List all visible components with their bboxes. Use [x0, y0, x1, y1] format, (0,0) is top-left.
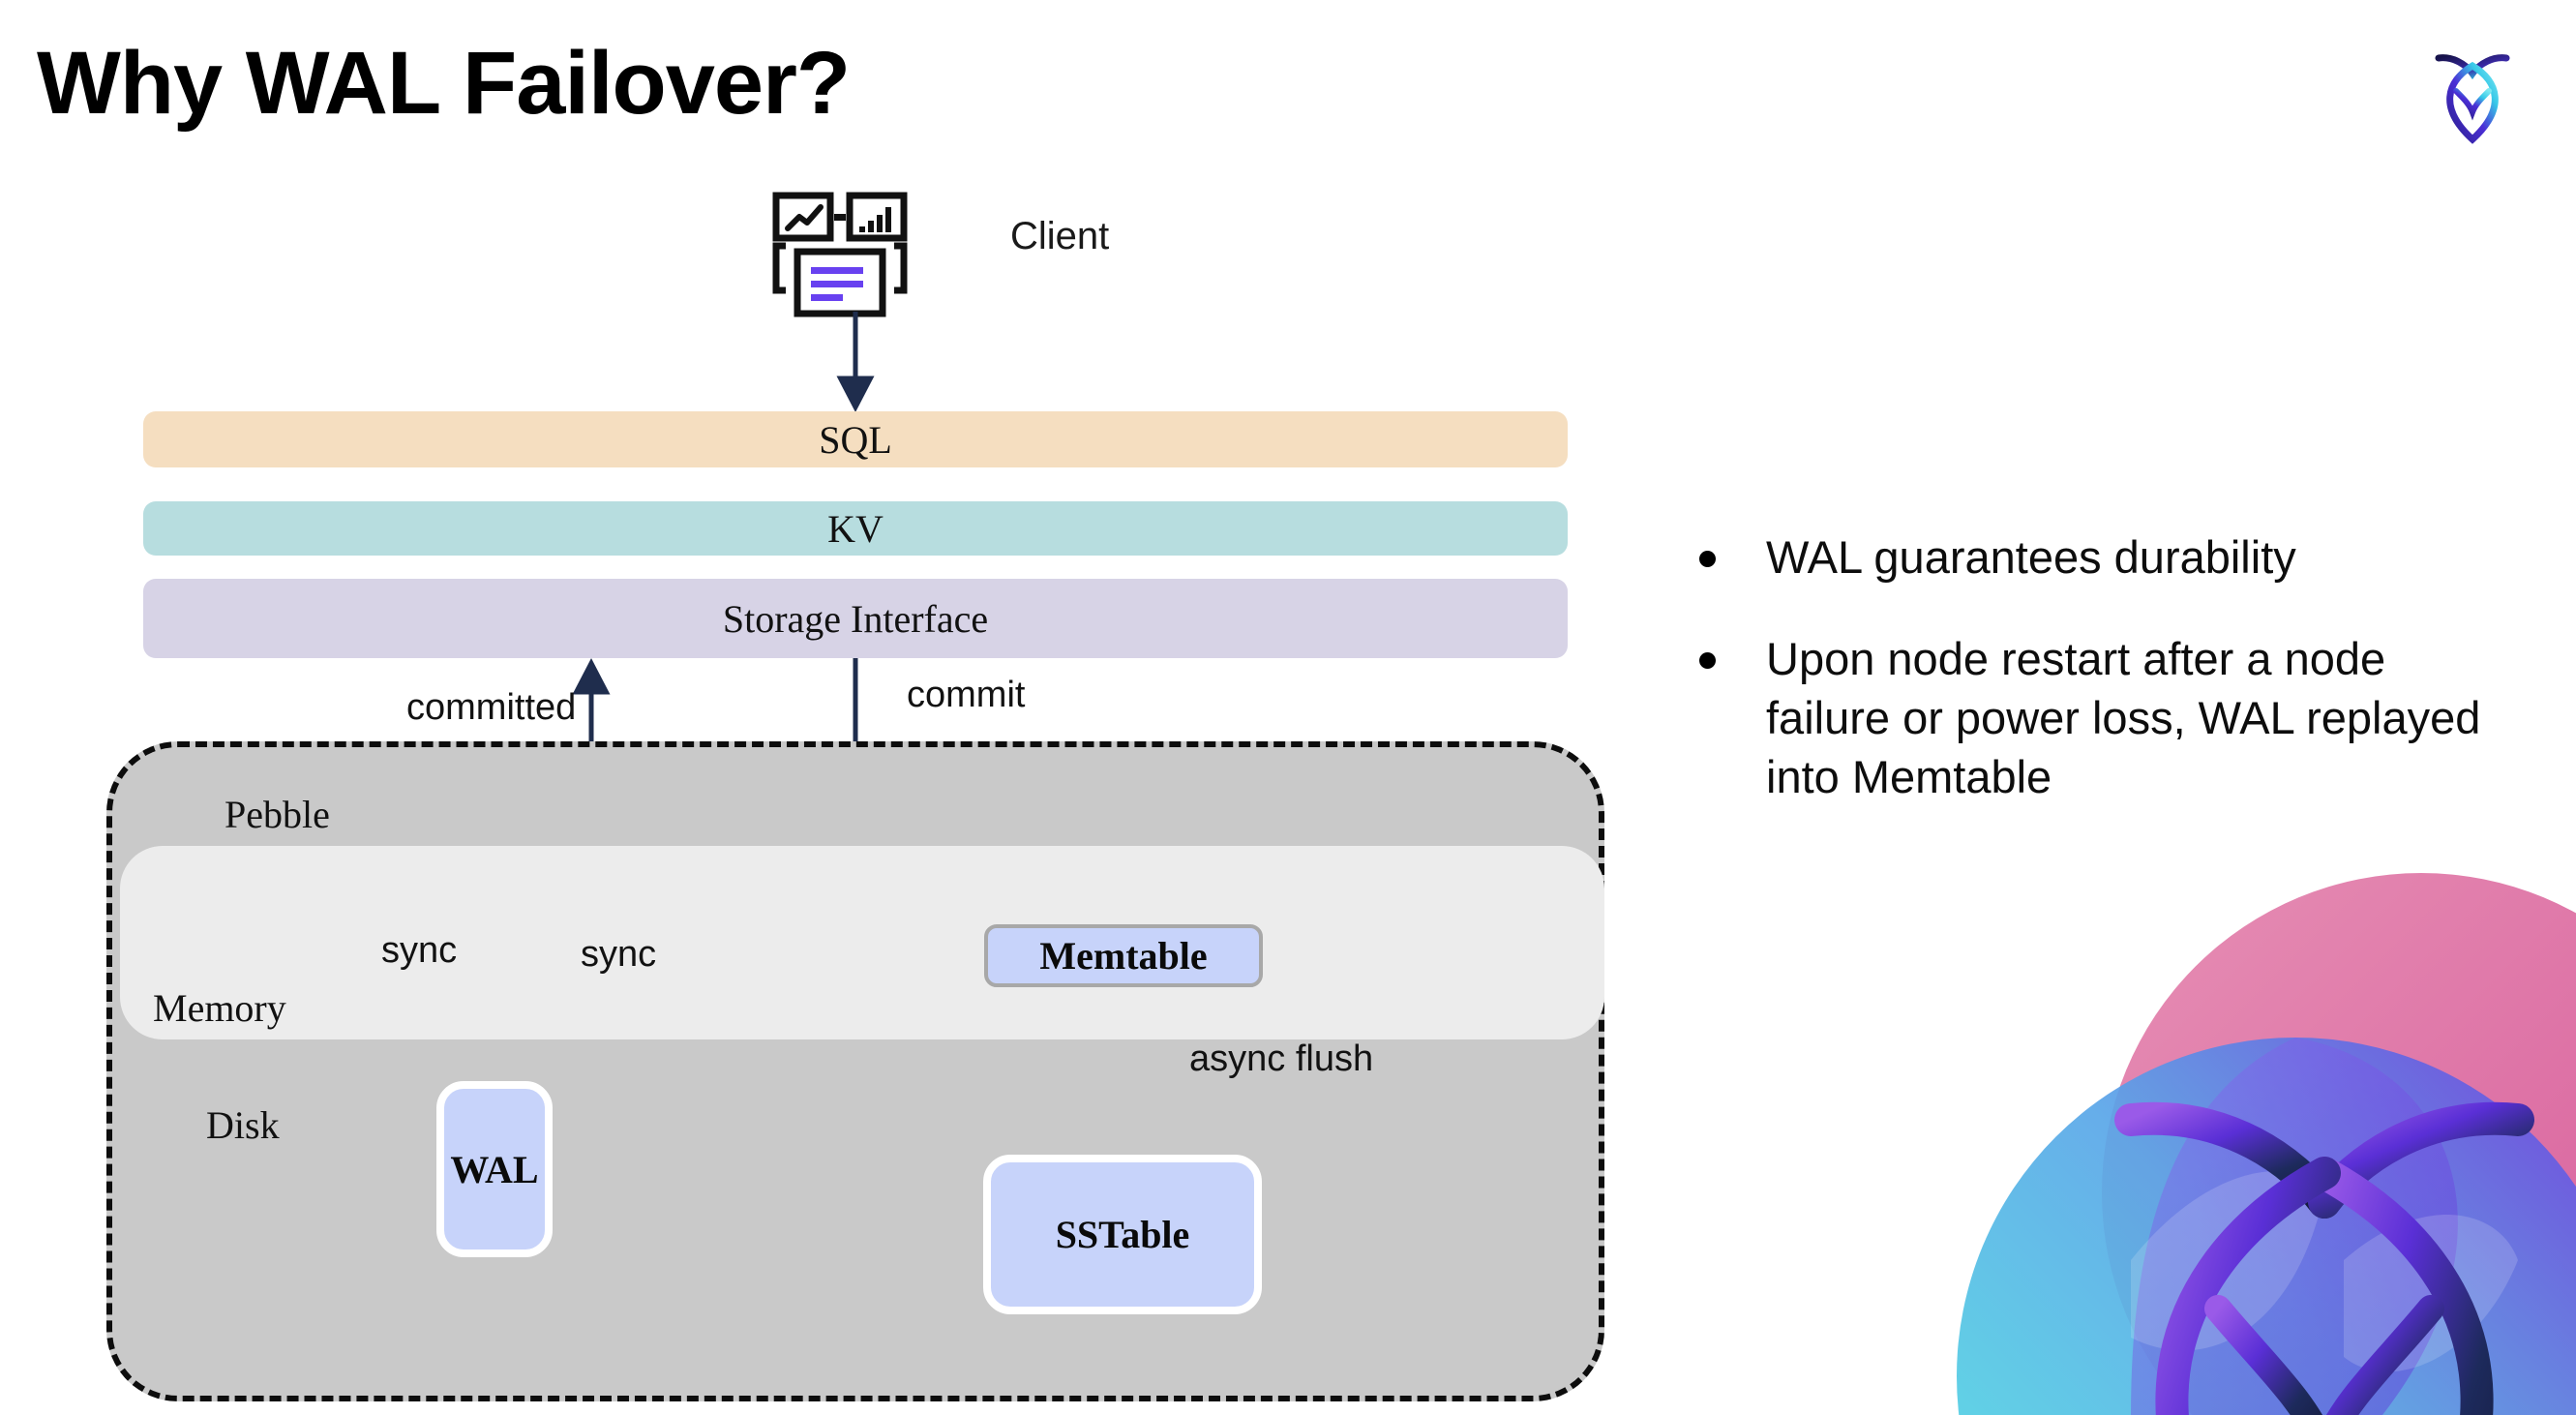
- edge-label-commit: commit: [907, 675, 1026, 715]
- node-memtable-label: Memtable: [1039, 934, 1208, 978]
- client-label: Client: [1010, 215, 1110, 257]
- bullet-dot-icon: [1699, 551, 1716, 567]
- layer-label-kv: KV: [827, 506, 884, 551]
- edge-label-committed: committed: [406, 687, 577, 728]
- node-memtable: Memtable: [984, 924, 1263, 987]
- list-item: WAL guarantees durability: [1699, 527, 2522, 587]
- client-dashboard-icon: [772, 192, 929, 319]
- cockroach-circles-artwork: [1841, 873, 2576, 1415]
- node-wal-label: WAL: [450, 1147, 539, 1191]
- node-sstable: SSTable: [983, 1155, 1262, 1314]
- edge-label-sync-right: sync: [581, 934, 657, 975]
- node-sstable-label: SSTable: [1055, 1213, 1190, 1256]
- bullet-list: WAL guarantees durability Upon node rest…: [1699, 527, 2522, 849]
- bullet-text: Upon node restart after a node failure o…: [1766, 633, 2481, 803]
- cockroachdb-logo-icon: [2410, 31, 2535, 157]
- layer-bar-storage-interface: Storage Interface: [143, 579, 1568, 658]
- memory-region: [120, 846, 1604, 1039]
- bullet-text: WAL guarantees durability: [1766, 531, 2296, 583]
- memory-label: Memory: [153, 986, 286, 1030]
- disk-label: Disk: [206, 1103, 280, 1147]
- layer-bar-kv: KV: [143, 501, 1568, 556]
- layer-bar-sql: SQL: [143, 411, 1568, 467]
- node-wal: WAL: [436, 1081, 553, 1257]
- architecture-diagram: Client SQL KV Storage Interface Pebble M…: [106, 192, 1604, 1401]
- list-item: Upon node restart after a node failure o…: [1699, 629, 2522, 806]
- page-title: Why WAL Failover?: [37, 34, 851, 133]
- layer-label-sql: SQL: [819, 417, 892, 462]
- bullet-dot-icon: [1699, 652, 1716, 670]
- layer-label-storage-interface: Storage Interface: [722, 596, 989, 641]
- pebble-label: Pebble: [225, 793, 330, 836]
- edge-label-sync-left: sync: [381, 930, 458, 971]
- pebble-container: [106, 741, 1604, 1401]
- edge-label-async-flush: async flush: [1189, 1039, 1374, 1079]
